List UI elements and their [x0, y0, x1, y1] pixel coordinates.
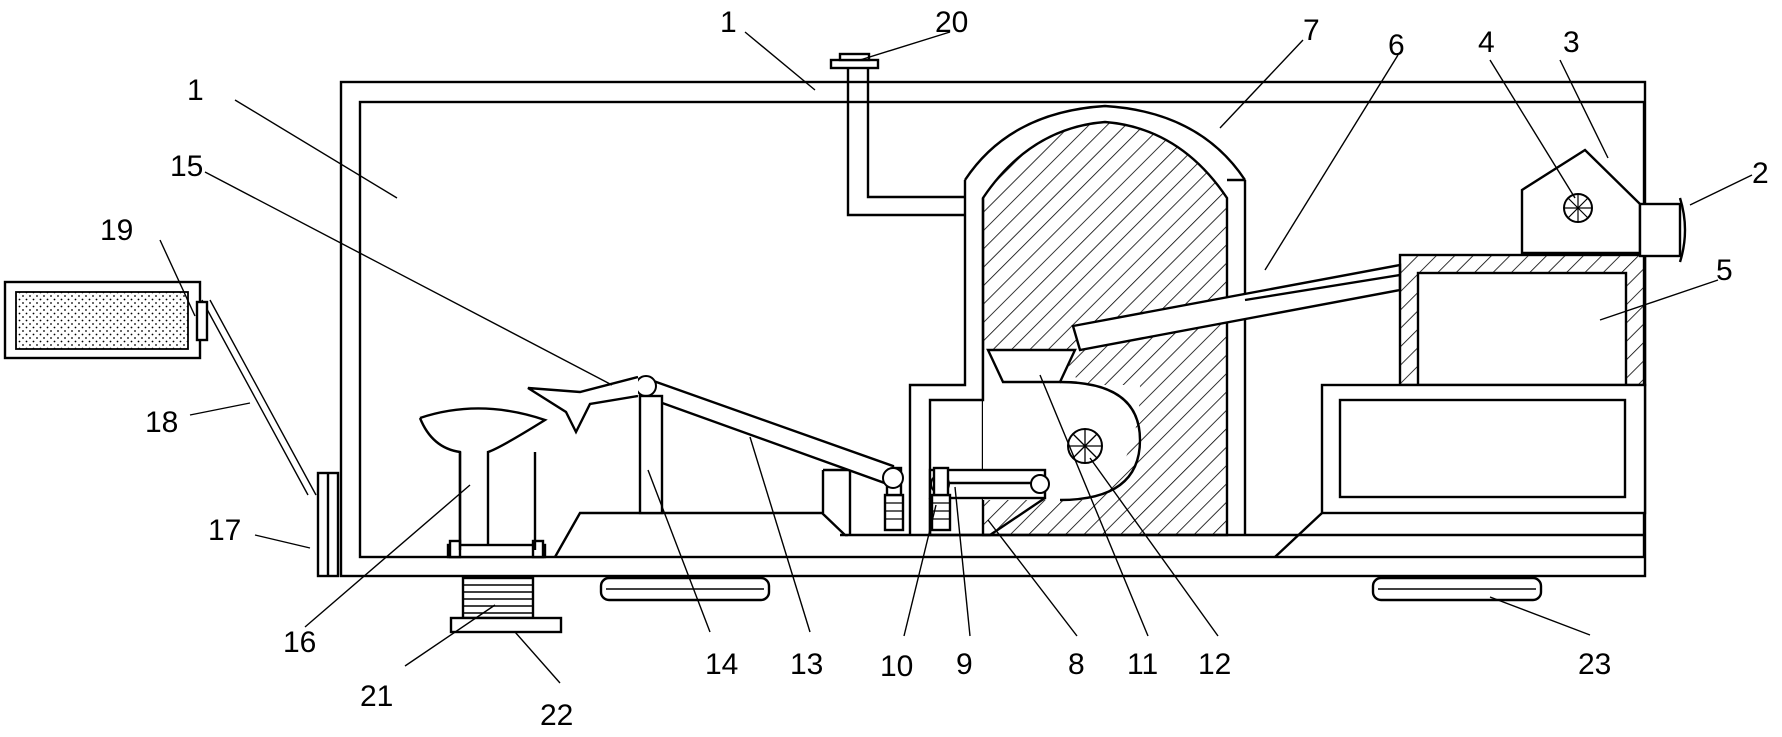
label-23: 23: [1578, 648, 1611, 681]
part-labels: 1 20 7 6 4 3 2 1 15 19 5 18 17 16 14 13 …: [100, 6, 1769, 732]
label-12: 12: [1198, 648, 1231, 681]
label-7: 7: [1303, 14, 1320, 47]
label-9: 9: [956, 648, 973, 681]
label-18: 18: [145, 406, 178, 439]
base-platform: [553, 468, 1645, 558]
label-21: 21: [360, 680, 393, 713]
label-10: 10: [880, 650, 913, 683]
label-6: 6: [1388, 29, 1405, 62]
label-11: 11: [1127, 648, 1158, 681]
label-14: 14: [705, 648, 738, 681]
label-1-left: 1: [187, 74, 204, 107]
side-panel: [3, 280, 340, 578]
inlet-pipe: [829, 52, 965, 217]
label-8: 8: [1068, 648, 1085, 681]
label-2: 2: [1752, 157, 1769, 190]
fan-unit: [1520, 148, 1687, 263]
label-3: 3: [1563, 26, 1580, 59]
inclined-chute: [527, 375, 904, 515]
label-15: 15: [170, 150, 203, 183]
feet: [449, 576, 1543, 634]
label-19: 19: [100, 214, 133, 247]
label-20: 20: [935, 6, 968, 39]
label-16: 16: [283, 626, 316, 659]
label-13: 13: [790, 648, 823, 681]
label-5: 5: [1716, 254, 1733, 287]
hopper: [418, 407, 548, 559]
feed-channel: [908, 180, 985, 535]
leader-lines: [159, 31, 1753, 684]
label-22: 22: [540, 699, 573, 732]
rotor: [1067, 428, 1103, 464]
label-17: 17: [208, 514, 241, 547]
collection-box: [1398, 253, 1647, 387]
label-4: 4: [1478, 26, 1495, 59]
label-1-top: 1: [720, 6, 737, 39]
cabinet: [1274, 383, 1647, 558]
